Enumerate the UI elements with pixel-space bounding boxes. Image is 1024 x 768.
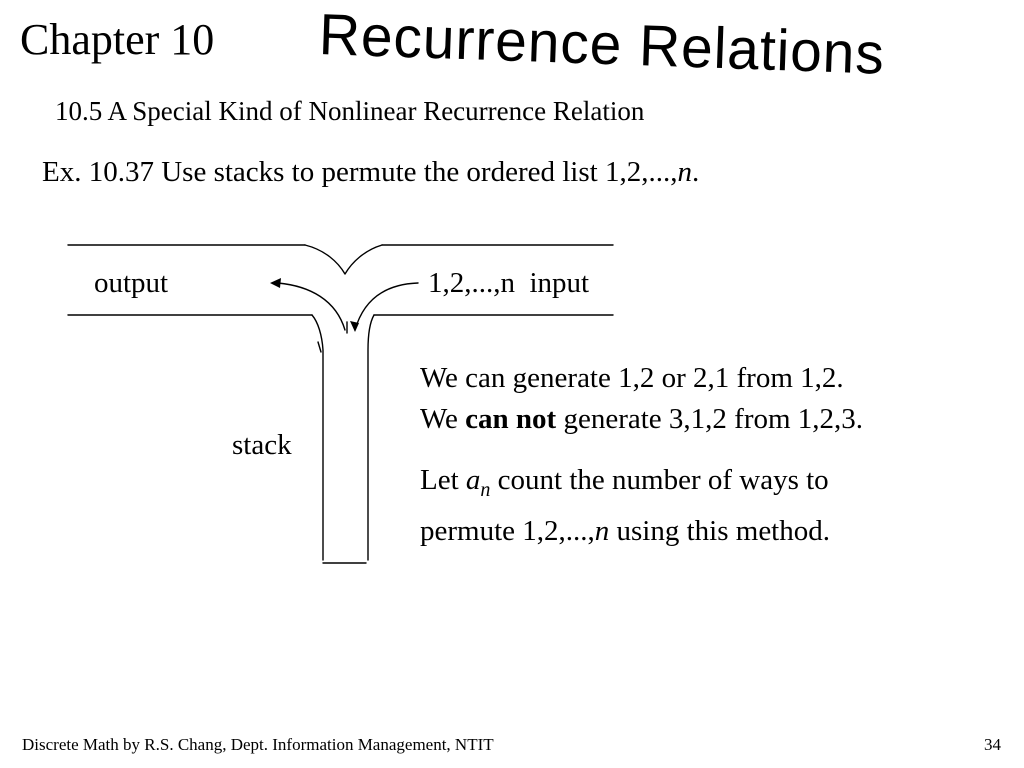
input-arrow — [354, 282, 419, 331]
input-arrowhead — [350, 321, 359, 332]
footer-credit: Discrete Math by R.S. Chang, Dept. Infor… — [22, 735, 494, 754]
def-var-a: a — [465, 464, 481, 496]
def-let: Let — [420, 464, 466, 496]
input-label: 1,2,...,n input — [428, 267, 590, 299]
track-top-notch — [304, 244, 383, 275]
output-arrowhead — [270, 278, 281, 288]
def-line2-end: using this method. — [609, 514, 830, 547]
example-text: Ex. 10.37 Use stacks to permute the orde… — [42, 156, 678, 188]
stack-mark-left — [317, 341, 322, 353]
line2-start: We — [420, 403, 466, 435]
example-statement: Ex. 10.37 Use stacks to permute the orde… — [42, 155, 699, 190]
definition-line-2: permute 1,2,...,n using this method. — [420, 511, 980, 552]
output-arrow — [277, 282, 346, 331]
stack-left-wall — [311, 314, 324, 561]
page-number: 34 — [984, 735, 1001, 754]
def-line1-end: count the number of ways to — [490, 464, 829, 496]
can-not-emphasis: can not — [465, 403, 557, 435]
generation-examples: We can generate 1,2 or 2,1 from 1,2. We … — [420, 358, 980, 440]
output-label: output — [94, 267, 169, 299]
section-heading: 10.5 A Special Kind of Nonlinear Recurre… — [55, 96, 645, 126]
example-variable: n — [677, 156, 692, 188]
chapter-title: Chapter 10 — [20, 15, 215, 64]
example-line-1: We can generate 1,2 or 2,1 from 1,2. — [420, 362, 844, 394]
def-subscript-n: n — [480, 478, 491, 501]
line2-end: generate 3,1,2 from 1,2,3. — [556, 403, 864, 435]
example-line-2: We can not generate 3,1,2 from 1,2,3. — [420, 399, 980, 440]
definition-paragraph: Let an count the number of ways to permu… — [420, 460, 980, 552]
definition-line-1: Let an count the number of ways to — [420, 460, 980, 511]
stack-right-wall — [367, 314, 375, 561]
stack-label: stack — [232, 429, 292, 461]
example-period: . — [691, 156, 700, 188]
def-line2-start: permute 1,2,..., — [420, 514, 595, 547]
def-var-n: n — [594, 514, 610, 547]
